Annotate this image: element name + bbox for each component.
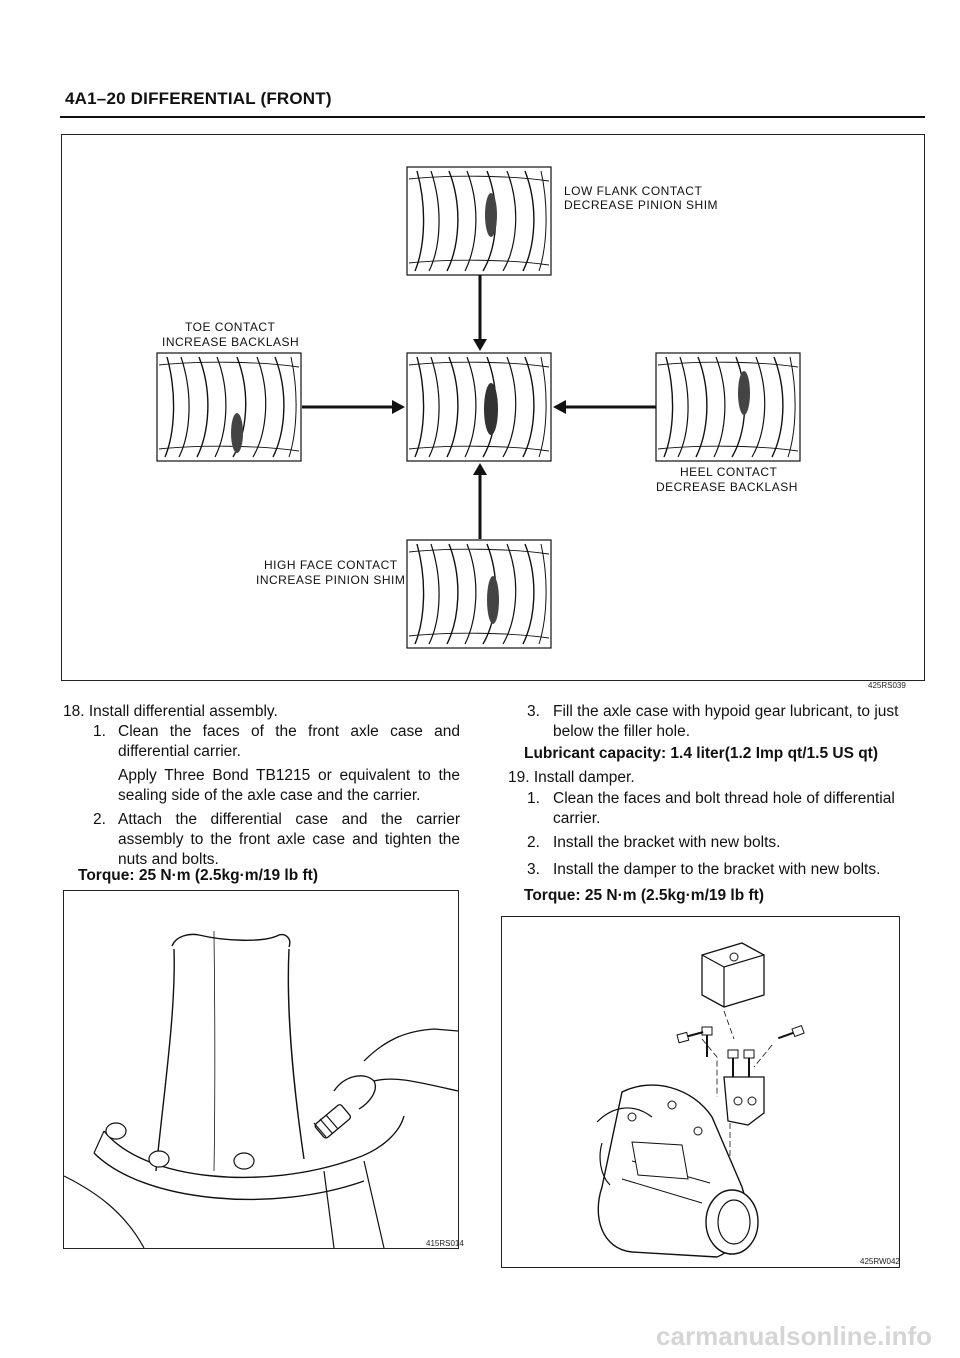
header-rule [60, 116, 925, 118]
torque-spec-left: Torque: 25 N·m (2.5kg·m/19 lb ft) [78, 867, 318, 884]
step-18-heading: 18. Install differential assembly. [63, 703, 278, 720]
step-19-1-number: 1. [527, 790, 540, 807]
low-flank-label-1: LOW FLANK CONTACT [564, 184, 703, 198]
gear-contact-figure: LOW FLANK CONTACT DECREASE PINION SHIM T… [61, 134, 925, 681]
lubricant-capacity: Lubricant capacity: 1.4 liter(1.2 Imp qt… [524, 745, 879, 762]
high-face-label-2: INCREASE PINION SHIM [256, 573, 406, 587]
torque-spec-right: Torque: 25 N·m (2.5kg·m/19 lb ft) [524, 887, 764, 904]
step-19-2-number: 2. [527, 834, 540, 851]
damper-install-figure: 425RW042 [501, 916, 900, 1268]
step-19-3-number: 3. [527, 861, 540, 878]
watermark: carmanualsonline.info [656, 1321, 932, 1351]
high-face-label-1: HIGH FACE CONTACT [264, 558, 398, 572]
page-header: 4A1–20 DIFFERENTIAL (FRONT) [65, 89, 332, 108]
step-18-2-text: Attach the differential case and the car… [118, 811, 460, 868]
step-19-heading: 19. Install damper. [508, 769, 635, 786]
differential-install-figure: 415RS014 [63, 890, 464, 1249]
step-18-3-number: 3. [527, 703, 540, 720]
step-19-3-text: Install the damper to the bracket with n… [553, 861, 881, 878]
step-19-1-text: Clean the faces and bolt thread hole of … [553, 790, 895, 827]
differential-install-illustration [63, 930, 459, 1249]
step-18-2-number: 2. [93, 811, 106, 828]
gear-contact-diagram [156, 166, 801, 649]
toe-label-1: TOE CONTACT [185, 320, 276, 334]
step-18-1-text: Clean the faces of the front axle case a… [118, 723, 460, 760]
figure-top-code: 425RS039 [868, 681, 906, 690]
step-18-1-note: Apply Three Bond TB1215 or equivalent to… [118, 767, 460, 804]
figure-right-code: 425RW042 [860, 1257, 900, 1266]
toe-label-2: INCREASE BACKLASH [162, 335, 300, 349]
low-flank-label-2: DECREASE PINION SHIM [564, 198, 719, 212]
damper-install-illustration [596, 942, 805, 1258]
figure-left-code: 415RS014 [426, 1239, 464, 1248]
heel-label-1: HEEL CONTACT [680, 465, 778, 479]
step-18-3-text: Fill the axle case with hypoid gear lubr… [553, 703, 899, 740]
heel-label-2: DECREASE BACKLASH [656, 480, 798, 494]
step-18-1-number: 1. [93, 723, 106, 740]
step-19-2-text: Install the bracket with new bolts. [553, 834, 781, 851]
